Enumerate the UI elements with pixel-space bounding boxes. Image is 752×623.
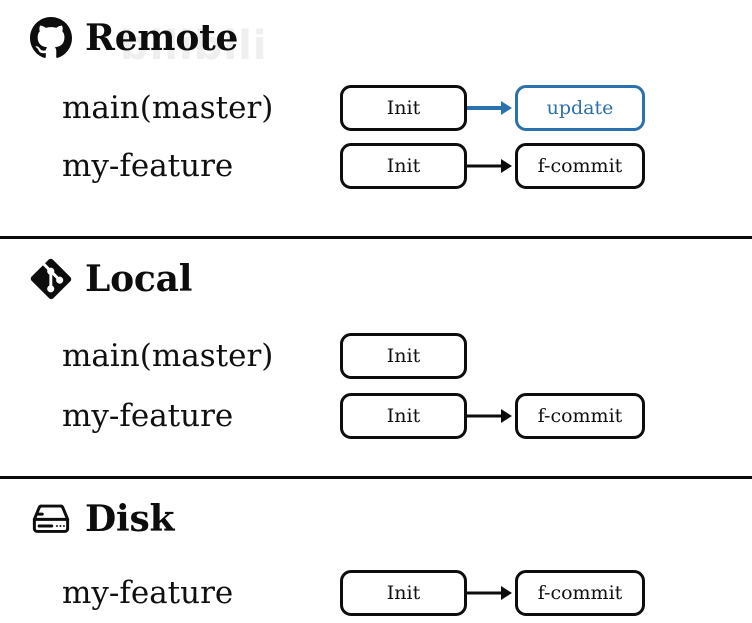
- section-title: Remote: [85, 17, 239, 59]
- hard-drive-icon: [30, 498, 72, 540]
- section-divider: [0, 476, 752, 479]
- commit-node[interactable]: update: [515, 85, 645, 131]
- branch-name: my-feature: [62, 398, 234, 434]
- commit-node[interactable]: f-commit: [515, 393, 645, 439]
- commit-node[interactable]: f-commit: [515, 143, 645, 189]
- section-title: Disk: [85, 498, 175, 540]
- branch-name: main(master): [62, 90, 274, 126]
- commit-node[interactable]: Init: [340, 570, 467, 616]
- commit-node[interactable]: Init: [340, 85, 467, 131]
- commit-chain: Init f-commit: [340, 393, 645, 439]
- commit-arrow: [467, 143, 515, 189]
- commit-chain: Init update: [340, 85, 645, 131]
- section-divider: [0, 236, 752, 239]
- branch-row: my-feature Init f-commit: [0, 393, 752, 439]
- branch-name: my-feature: [62, 148, 234, 184]
- section-heading-local: Local: [30, 258, 192, 300]
- commit-arrow: [467, 570, 515, 616]
- commit-chain: Init f-commit: [340, 570, 645, 616]
- commit-chain: Init f-commit: [340, 143, 645, 189]
- commit-arrow: [467, 393, 515, 439]
- branch-row: my-feature Init f-commit: [0, 570, 752, 616]
- commit-arrow: [467, 85, 515, 131]
- branch-name: main(master): [62, 338, 274, 374]
- section-heading-disk: Disk: [30, 498, 175, 540]
- commit-node[interactable]: Init: [340, 333, 467, 379]
- commit-node[interactable]: f-commit: [515, 570, 645, 616]
- section-remote: bilibili Remote main(master) Init update…: [0, 0, 752, 237]
- branch-row: main(master) Init update: [0, 85, 752, 131]
- branch-row: main(master) Init: [0, 333, 752, 379]
- commit-node[interactable]: Init: [340, 143, 467, 189]
- git-icon: [30, 258, 72, 300]
- branch-row: my-feature Init f-commit: [0, 143, 752, 189]
- section-local: Local main(master) Init my-feature Init …: [0, 239, 752, 477]
- section-title: Local: [85, 258, 193, 300]
- branch-name: my-feature: [62, 575, 234, 611]
- section-heading-remote: Remote: [30, 17, 238, 59]
- github-icon: [30, 17, 72, 59]
- commit-chain: Init: [340, 333, 467, 379]
- section-disk: Disk my-feature Init f-commit: [0, 479, 752, 623]
- commit-node[interactable]: Init: [340, 393, 467, 439]
